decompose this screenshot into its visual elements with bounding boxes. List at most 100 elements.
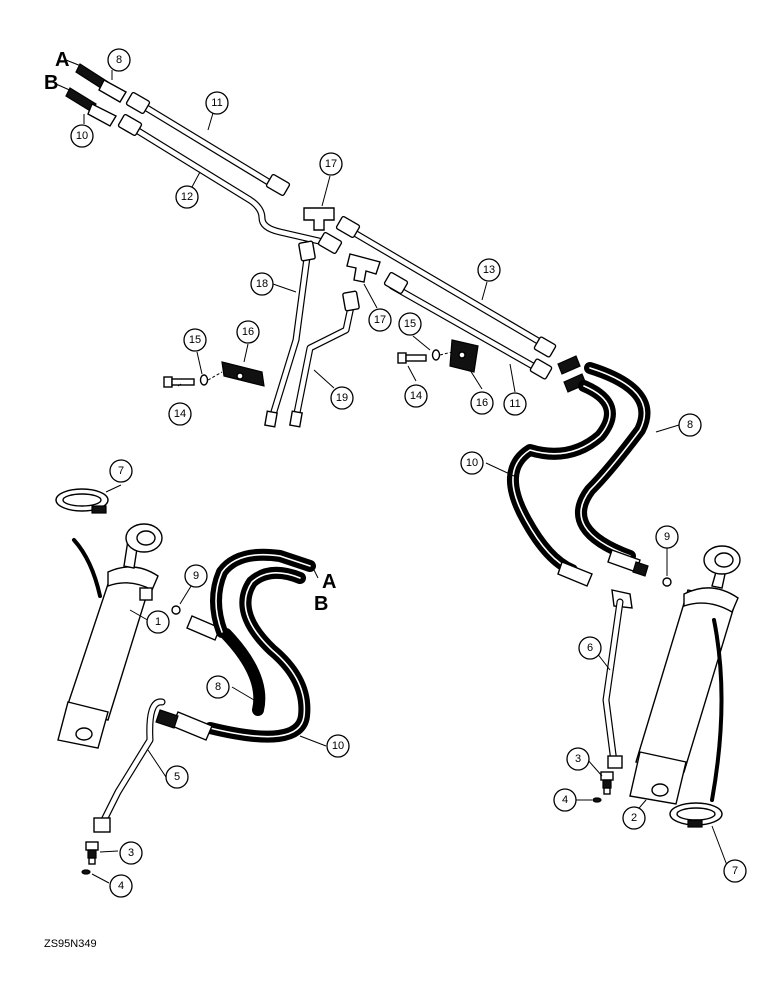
tee-fitting-17b <box>346 253 381 283</box>
port-label-a: A <box>55 49 69 71</box>
callout-19: 19 <box>330 386 354 410</box>
washer-4-left <box>81 869 91 875</box>
washer-4-right <box>592 797 602 803</box>
callout-13: 13 <box>477 258 501 282</box>
callout-3-right: 3 <box>566 747 590 771</box>
svg-text:17: 17 <box>374 314 386 326</box>
callout-1: 1 <box>146 610 170 634</box>
callout-10-top: 10 <box>70 124 94 148</box>
svg-text:14: 14 <box>174 408 186 420</box>
hose-assembly-left <box>81 548 319 875</box>
oring-9-right <box>662 577 672 587</box>
port-label-b-left: B <box>314 593 328 615</box>
svg-text:15: 15 <box>189 334 201 346</box>
svg-text:3: 3 <box>128 847 134 859</box>
hose-8-left <box>210 548 316 716</box>
svg-text:8: 8 <box>215 681 221 693</box>
svg-text:6: 6 <box>587 642 593 654</box>
clamp-16-left <box>221 361 265 387</box>
svg-text:4: 4 <box>562 794 568 806</box>
tube-13 <box>388 282 544 374</box>
svg-text:3: 3 <box>575 753 581 765</box>
port-label-b: B <box>44 72 58 94</box>
callout-16-left: 16 <box>236 320 260 344</box>
bolt-14-left <box>163 371 223 388</box>
tube-12 <box>126 122 336 248</box>
svg-text:11: 11 <box>211 97 222 109</box>
callout-5: 5 <box>165 765 189 789</box>
callout-8-left: 8 <box>206 675 230 699</box>
callout-12: 12 <box>175 185 199 209</box>
hose-8-right <box>575 362 651 562</box>
callout-10-left: 10 <box>326 734 350 758</box>
hose-clamp-7-left <box>55 488 109 514</box>
callout-6: 6 <box>578 636 602 660</box>
hose-assembly-right <box>507 355 672 803</box>
svg-text:4: 4 <box>118 880 124 892</box>
hose-clamp-7-right <box>669 802 723 828</box>
port-label-a-left: A <box>322 571 336 593</box>
callout-11-top: 11 <box>205 91 229 115</box>
callout-2: 2 <box>622 806 646 830</box>
figure-reference-code: ZS95N349 <box>44 938 97 950</box>
svg-text:16: 16 <box>242 326 254 338</box>
callout-7-left: 7 <box>109 459 133 483</box>
svg-text:10: 10 <box>332 740 344 752</box>
tube-18 <box>268 246 312 422</box>
svg-text:14: 14 <box>410 390 422 402</box>
callout-16-right: 16 <box>470 391 494 415</box>
tube-11-top <box>136 100 549 349</box>
bolt-14-right <box>397 349 453 364</box>
tube-19 <box>292 298 356 422</box>
callout-17a: 17 <box>319 152 343 176</box>
callout-10-right: 10 <box>460 451 484 475</box>
callout-7-right: 7 <box>723 859 747 883</box>
svg-text:17: 17 <box>325 158 337 170</box>
svg-text:2: 2 <box>631 812 637 824</box>
clamp-16-right <box>449 339 479 373</box>
svg-text:15: 15 <box>404 318 416 330</box>
svg-text:7: 7 <box>732 865 738 877</box>
svg-text:12: 12 <box>181 191 193 203</box>
svg-text:10: 10 <box>76 130 88 142</box>
svg-text:11: 11 <box>509 398 520 410</box>
callout-14-left: 14 <box>168 402 192 426</box>
svg-text:10: 10 <box>466 457 478 469</box>
callout-8-top: 8 <box>107 48 131 72</box>
svg-text:7: 7 <box>118 465 124 477</box>
callout-8-right: 8 <box>678 413 702 437</box>
svg-text:8: 8 <box>116 54 122 66</box>
svg-text:1: 1 <box>155 616 161 628</box>
fitting-top-b <box>65 87 117 127</box>
svg-text:16: 16 <box>476 397 488 409</box>
callout-3-left: 3 <box>119 841 143 865</box>
oring-9-left <box>171 605 181 615</box>
svg-text:5: 5 <box>174 771 180 783</box>
callout-15-right: 15 <box>398 312 422 336</box>
fitting-top-a <box>75 63 127 103</box>
svg-text:13: 13 <box>483 264 495 276</box>
svg-text:9: 9 <box>664 531 670 543</box>
cylinder-2-right <box>629 545 741 805</box>
callout-14-right: 14 <box>404 384 428 408</box>
callout-15-left: 15 <box>183 328 207 352</box>
callout-9-right: 9 <box>655 525 679 549</box>
tube-assembly-top: A B <box>44 49 557 428</box>
cylinder-1-left <box>57 523 163 749</box>
tee-fitting-17a <box>303 207 335 231</box>
tube-5 <box>100 698 166 824</box>
tube-6 <box>602 598 624 766</box>
hose-10-left <box>204 566 311 743</box>
svg-text:18: 18 <box>256 278 268 290</box>
callout-9-left: 9 <box>184 564 208 588</box>
svg-text:19: 19 <box>336 392 348 404</box>
fitting-3-right <box>600 771 614 795</box>
callout-4-left: 4 <box>109 874 133 898</box>
callout-11-right: 11 <box>503 392 527 416</box>
callout-4-right: 4 <box>553 788 577 812</box>
fitting-3-left <box>85 841 99 865</box>
svg-text:9: 9 <box>193 570 199 582</box>
hose-10-right <box>507 380 616 576</box>
callout-17b: 17 <box>368 308 392 332</box>
